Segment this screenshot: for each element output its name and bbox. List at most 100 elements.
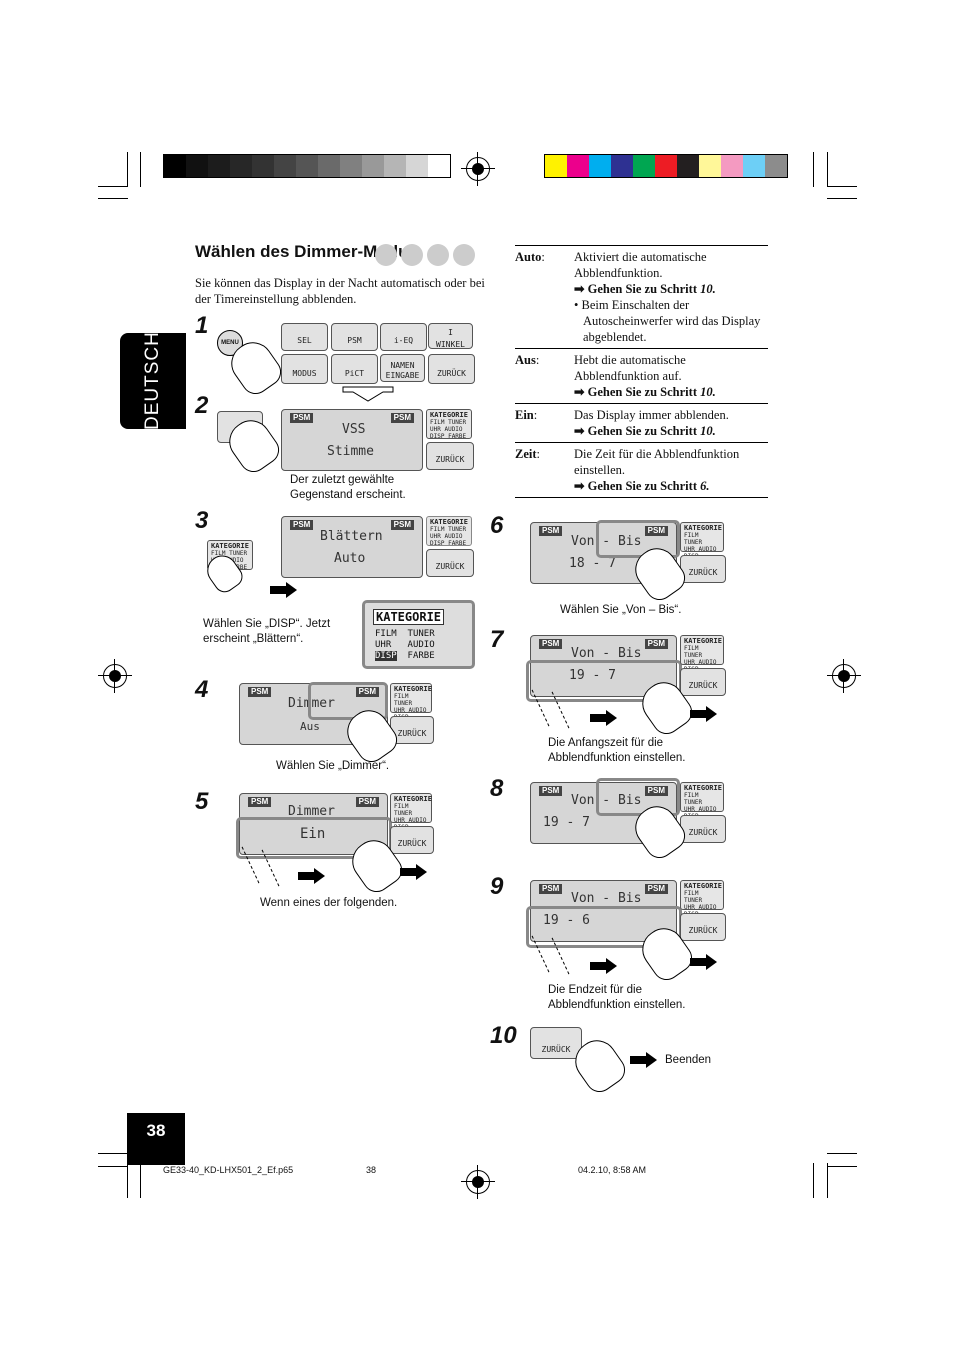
pict-button[interactable]: PiCT [331, 354, 378, 384]
heading-decoration [375, 244, 475, 266]
step-number: 5 [195, 788, 209, 815]
step3-caption: Wählen Sie „DISP“. Jetzt erscheint „Blät… [203, 618, 331, 645]
step5-caption: Wenn eines der folgenden. [260, 897, 398, 909]
color-swatch [384, 155, 406, 177]
zurueck-button[interactable]: ZURÜCK [426, 442, 474, 470]
section-heading: Wählen des Dimmer-Modus [195, 242, 418, 261]
zurueck-button[interactable]: ZURÜCK [680, 815, 726, 843]
option-key: Zeit: [515, 447, 541, 461]
crop-mark [127, 1163, 128, 1198]
color-swatch [765, 155, 787, 177]
goto-step: ➡ Gehen Sie zu Schritt 10. [574, 282, 716, 296]
lcd-display: PSM PSM Von - Bis 19 - 6 [530, 880, 677, 942]
display-bottom-text: 19 - 7 [569, 668, 616, 683]
right-arrow-icon [690, 706, 717, 722]
zurueck-button[interactable]: ZURÜCK [530, 1027, 582, 1059]
option-description: Das Display immer abblenden. ➡ Gehen Sie… [574, 407, 768, 439]
right-arrow-icon [400, 864, 427, 880]
selection-highlight [596, 520, 680, 558]
option-key: Aus: [515, 353, 540, 367]
option-description: Die Zeit für die Abblendfunktion einstel… [574, 446, 768, 494]
color-swatch [318, 155, 340, 177]
display-top-text: VSS [342, 422, 366, 437]
sel-button[interactable]: SEL [281, 323, 328, 351]
display-bottom-text: Ein [300, 826, 326, 842]
footer-file: GE33-40_KD-LHX501_2_Ef.p65 [163, 1165, 294, 1175]
crop-mark [813, 1163, 814, 1198]
zurueck-button[interactable]: ZURÜCK [428, 354, 475, 384]
display-bottom-text: 18 - 7 [569, 556, 616, 571]
color-swatch [743, 155, 765, 177]
step4-caption: Wählen Sie „Dimmer“. [276, 760, 390, 772]
step2-caption: Der zuletzt gewählte Gegenstand erschein… [290, 474, 406, 501]
color-swatch [296, 155, 318, 177]
color-calibration-bar [544, 154, 788, 178]
crop-mark [813, 152, 814, 187]
zurueck-button[interactable]: ZURÜCK [680, 668, 726, 696]
table-row: Zeit: Die Zeit für die Abblendfunktion e… [515, 443, 768, 498]
zurueck-button[interactable]: ZURÜCK [390, 826, 434, 854]
footer-date: 04.2.10, 8:58 AM [578, 1165, 647, 1175]
option-key: Auto: [515, 250, 545, 264]
step6-caption: Wählen Sie „Von – Bis“. [560, 604, 682, 616]
display-top-text: Dimmer [288, 804, 335, 819]
crop-mark [98, 198, 128, 199]
color-swatch [589, 155, 611, 177]
ieq-button[interactable]: i-EQ [380, 323, 427, 351]
step10-caption: Beenden [665, 1054, 712, 1066]
table-row: Aus: Hebt die automatische Abblendfunkti… [515, 349, 768, 404]
language-tab: DEUTSCH [120, 332, 186, 430]
option-description: Aktiviert die automatische Abblendfunkti… [574, 249, 768, 345]
option-table: Auto: Aktiviert die automatische Abblend… [515, 245, 768, 498]
right-arrow-icon [298, 868, 325, 884]
zoom-items: FILM TUNER UHR AUDIO DISP FARBE [375, 629, 435, 661]
zurueck-button[interactable]: ZURÜCK [426, 549, 474, 577]
crop-mark [140, 1163, 141, 1198]
crop-mark [98, 186, 128, 187]
intro-text: Sie können das Display in der Nacht auto… [195, 276, 485, 306]
display-bottom-text: 19 - 6 [543, 913, 590, 928]
kategorie-zoom: KATEGORIE FILM TUNER UHR AUDIO DISP FARB… [362, 600, 475, 669]
lcd-display: PSM PSM Blättern Auto [281, 516, 423, 578]
step-number: 9 [490, 873, 504, 900]
right-arrow-icon [270, 582, 297, 598]
namen-eingabe-button[interactable]: NAMEN EINGABE [380, 354, 425, 382]
crop-mark [140, 152, 141, 187]
right-arrow-icon [590, 710, 617, 726]
crop-mark [827, 1166, 857, 1167]
color-swatch [611, 155, 633, 177]
footer-page: 38 [366, 1165, 377, 1175]
registration-mark-icon [827, 659, 861, 693]
psm-button[interactable]: PSM [331, 323, 378, 351]
winkel-label: WINKEL [436, 340, 465, 349]
goto-step: ➡ Gehen Sie zu Schritt 10. [574, 385, 716, 399]
color-swatch [208, 155, 230, 177]
step-number: 4 [195, 676, 209, 703]
winkel-icon: I [448, 328, 453, 337]
kategorie-label: KATEGORIE [430, 411, 468, 419]
step-number: 1 [195, 312, 209, 339]
modus-button[interactable]: MODUS [281, 354, 328, 384]
color-swatch [567, 155, 589, 177]
color-swatch [362, 155, 384, 177]
table-row: Auto: Aktiviert die automatische Abblend… [515, 246, 768, 349]
selection-highlight [596, 778, 680, 816]
display-bottom-text: Stimme [327, 444, 374, 459]
crop-mark [127, 152, 128, 187]
step-number: 2 [195, 392, 209, 419]
display-top-text: Von - Bis [571, 534, 642, 549]
zurueck-button[interactable]: ZURÜCK [680, 555, 726, 583]
option-key: Ein: [515, 408, 538, 422]
winkel-button[interactable]: I WINKEL [428, 323, 473, 349]
display-bottom-text: Auto [334, 551, 366, 566]
down-arrow-icon [342, 386, 394, 402]
zurueck-button[interactable]: ZURÜCK [680, 913, 726, 941]
